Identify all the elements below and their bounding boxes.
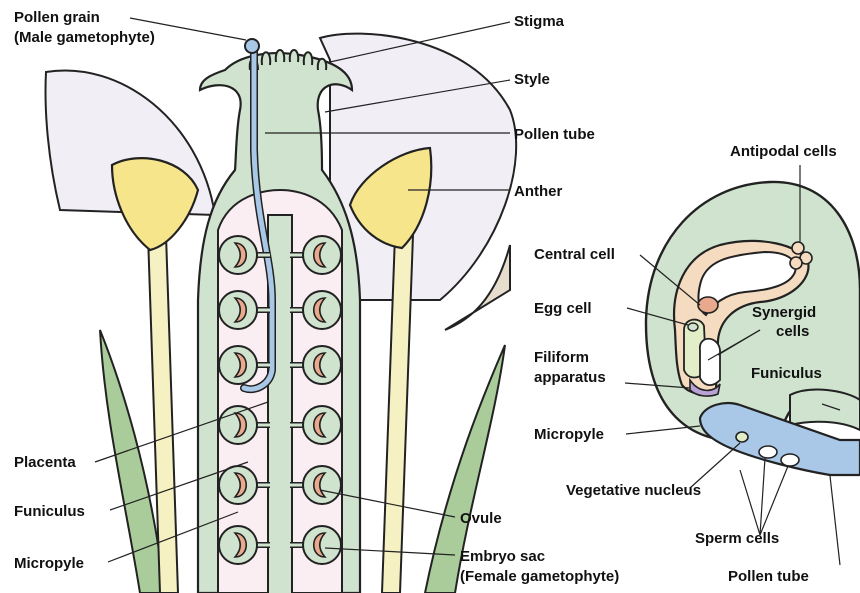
- vegetative-nucleus-detail: [736, 432, 748, 442]
- label-egg-cell: Egg cell: [534, 300, 592, 317]
- label-filiform: Filiform: [534, 349, 589, 366]
- label-apparatus: apparatus: [534, 369, 606, 386]
- label-male-gametophyte: (Male gametophyte): [14, 29, 155, 46]
- label-central-cell: Central cell: [534, 246, 615, 263]
- label-style: Style: [514, 71, 550, 88]
- label-sperm-cells: Sperm cells: [695, 530, 779, 547]
- label-funiculus-left: Funiculus: [14, 503, 85, 520]
- label-pollen-tube-top: Pollen tube: [514, 126, 595, 143]
- ovule-detail: [646, 182, 860, 475]
- label-anther: Anther: [514, 183, 562, 200]
- label-vegetative-nucleus: Vegetative nucleus: [566, 482, 701, 499]
- label-micropyle-right: Micropyle: [534, 426, 604, 443]
- synergids: [700, 339, 720, 385]
- label-pollen-tube-bottom: Pollen tube: [728, 568, 809, 585]
- label-placenta: Placenta: [14, 454, 76, 471]
- label-micropyle-left: Micropyle: [14, 555, 84, 572]
- polar-nuclei: [698, 297, 718, 313]
- left-anther: [112, 158, 198, 250]
- label-stigma: Stigma: [514, 13, 565, 30]
- sperm-cell-1: [759, 446, 777, 458]
- sperm-cell-2: [781, 454, 799, 466]
- label-female-gametophyte: (Female gametophyte): [460, 568, 619, 585]
- flower-section: [46, 34, 517, 593]
- pollen-grain: [245, 39, 259, 53]
- label-embryo-sac: Embryo sac: [460, 548, 545, 565]
- funiculus-detail: [790, 390, 860, 430]
- label-funiculus-right: Funiculus: [751, 365, 822, 382]
- label-pollen-grain: Pollen grain: [14, 9, 100, 26]
- label-ovule: Ovule: [460, 510, 502, 527]
- label-synergid: Synergid: [752, 304, 816, 321]
- egg-nucleus: [688, 323, 698, 331]
- label-synergid-cells: cells: [776, 323, 809, 340]
- label-antipodal-cells: Antipodal cells: [730, 143, 837, 160]
